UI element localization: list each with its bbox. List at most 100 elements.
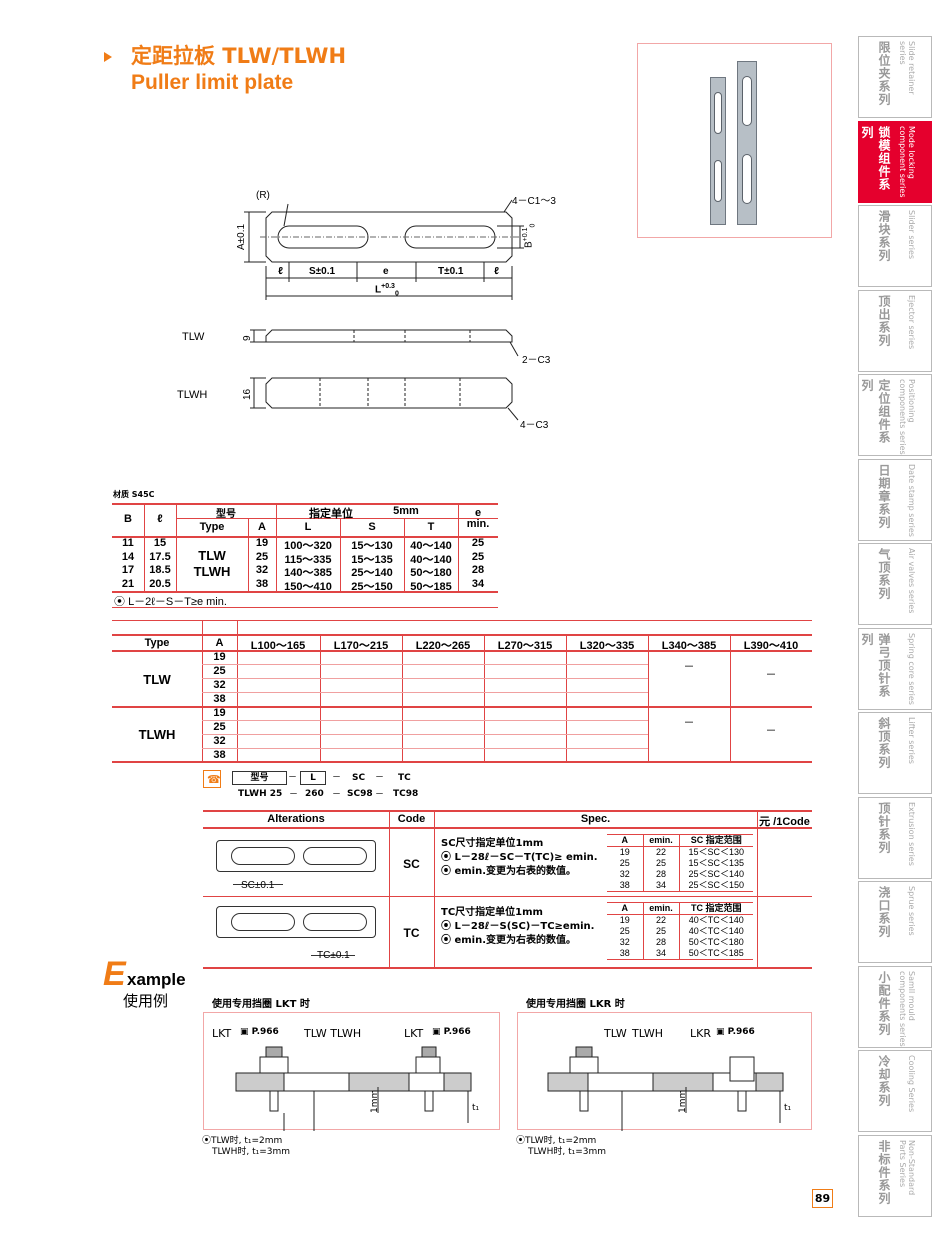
lkr-note-2: TLWH时, t₁=3mm [528, 1147, 607, 1157]
spec-cell-b: 14 [121, 550, 135, 563]
sidebar-tab-label-cn: 滑块系列 [877, 210, 891, 262]
sidebar-tab-label-en: Positioning components series [898, 379, 916, 455]
col-L: L [304, 521, 312, 533]
spec-cell-S: 15～130 [351, 540, 393, 552]
order-l-box: L [300, 771, 326, 785]
spec-table: B ℓ 型号 Type A 指定单位 5mm L S T e min. TLW … [112, 503, 498, 609]
alt-col-alterations: Alterations [267, 813, 325, 825]
col-emin: min. [466, 518, 490, 530]
price-type-tlwh: TLWH [138, 727, 176, 742]
product-photo [637, 43, 832, 238]
price-col-type: Type [144, 637, 170, 649]
drawing-lines [244, 199, 524, 421]
a-tolerance: A±0.1 [236, 223, 247, 250]
col-a: A [258, 521, 266, 533]
sidebar-tab-label-en: Sprue series [907, 886, 916, 936]
lkt-label-1: LKT [212, 1027, 232, 1040]
spec-cell-e: 25 [471, 537, 485, 549]
tlwh-thickness: 16 [242, 388, 253, 400]
order-ex-sep-1: － [289, 790, 299, 800]
b-tolerance: B+0.10 [522, 223, 537, 248]
lkt-label-2: LKT [404, 1027, 424, 1040]
sidebar-tab-label-cn: 限位夹系列 [877, 41, 891, 106]
dim-L: L+0.30 [375, 283, 399, 298]
sidebar-tab-label-en: Mode locking component series [898, 125, 916, 198]
order-ex3: SC98 [347, 789, 373, 799]
lkt-ref-2: ▣ P.966 [432, 1027, 471, 1037]
sidebar-tab-label-cn: 冷却系列 [877, 1055, 891, 1107]
price-col-length: L390～410 [743, 640, 799, 652]
sidebar-tab-label-en: Samll mould components series [898, 970, 916, 1047]
example-title: xample [127, 970, 186, 989]
sidebar-tab-1[interactable]: 限位夹系列 Slide retainer series [858, 36, 932, 118]
code-sc: SC [403, 857, 420, 871]
order-sep-1: － [288, 773, 298, 783]
sidebar-tab-label-en: Slide retainer series [898, 41, 916, 95]
order-phone-icon: ☎ [203, 770, 221, 788]
spec-cell-S: 15～135 [351, 553, 393, 566]
sidebar-tab-8[interactable]: 弹弓顶针系列 Spring core series [858, 627, 932, 710]
sidebar-tab-label-cn: 锁模组件系列 [860, 125, 891, 191]
sidebar-tab-label-cn: 非标件系列 [877, 1139, 891, 1205]
sidebar-tab-2[interactable]: 锁模组件系列 Mode locking component series [858, 120, 932, 203]
sidebar-tab-label-en: Spring core series [907, 632, 916, 705]
price-dash-1: － [683, 661, 695, 673]
dim-l2: ℓ [494, 266, 499, 277]
lkr-note-1: ⦿TLW时, t₁=2mm [516, 1136, 597, 1146]
spec-cell-T: 50～180 [410, 567, 452, 579]
spec-cell-L: 115～335 [284, 553, 332, 566]
sidebar-tab-label-cn: 弹弓顶针系列 [860, 632, 891, 698]
spec-cell-a: 19 [255, 537, 269, 549]
spec-cell-L: 100～320 [284, 540, 332, 552]
title-marker-icon [104, 52, 112, 62]
col-model: 型号 [216, 509, 236, 520]
price-dash-4: － [765, 725, 777, 737]
spec-cell-a: 38 [255, 577, 269, 590]
sidebar-tab-label-en: Cooling Series [907, 1055, 916, 1113]
lkt-heading: 使用专用挡圈 LKT 时 [212, 999, 310, 1010]
sidebar-tab-13[interactable]: 冷却系列 Cooling Series [858, 1050, 932, 1132]
spec-cell-a: 32 [255, 564, 269, 576]
lkt-example: LKT ▣ P.966 TLW TLWH LKT ▣ P.966 1mm t₁ [203, 1012, 500, 1131]
sidebar-tab-11[interactable]: 浇口系列 Sprue series [858, 881, 932, 963]
dim-s: S±0.1 [309, 266, 336, 277]
lkt-note-1: ⦿TLW时, t₁=2mm [202, 1136, 283, 1146]
lkr-drawing [547, 1046, 784, 1131]
spec-cell-e: 28 [471, 564, 485, 576]
order-tc: TC [398, 773, 411, 783]
photo-bar-large [737, 61, 757, 225]
chamfer-top-label: 4－C1～3 [512, 196, 556, 207]
price-col-length: L100～165 [250, 640, 306, 652]
col-T: T [427, 521, 435, 533]
dim-t: T±0.1 [438, 266, 464, 277]
price-col-length: L220～265 [415, 640, 471, 652]
lkr-heading: 使用专用挡圈 LKR 时 [526, 999, 625, 1010]
lkr-tlw: TLW [604, 1027, 627, 1040]
sidebar-tab-label-en: Non-Standard Parts Series [898, 1139, 916, 1195]
page-title-en: Puller limit plate [131, 71, 294, 94]
tc-dim: TC±0.1 [317, 950, 350, 961]
alt-col-code: Code [397, 813, 426, 825]
col-l: ℓ [157, 513, 163, 525]
sc-line1: SC尺寸指定单位1mm [441, 838, 544, 849]
spec-cell-S: 25～150 [351, 580, 393, 593]
sidebar-tab-label-cn: 日期章系列 [877, 463, 891, 529]
sidebar-tab-label-cn: 浇口系列 [877, 886, 891, 938]
tlw-chamfer: 2－C3 [522, 355, 551, 366]
sidebar-tab-14[interactable]: 非标件系列 Non-Standard Parts Series [858, 1134, 932, 1217]
